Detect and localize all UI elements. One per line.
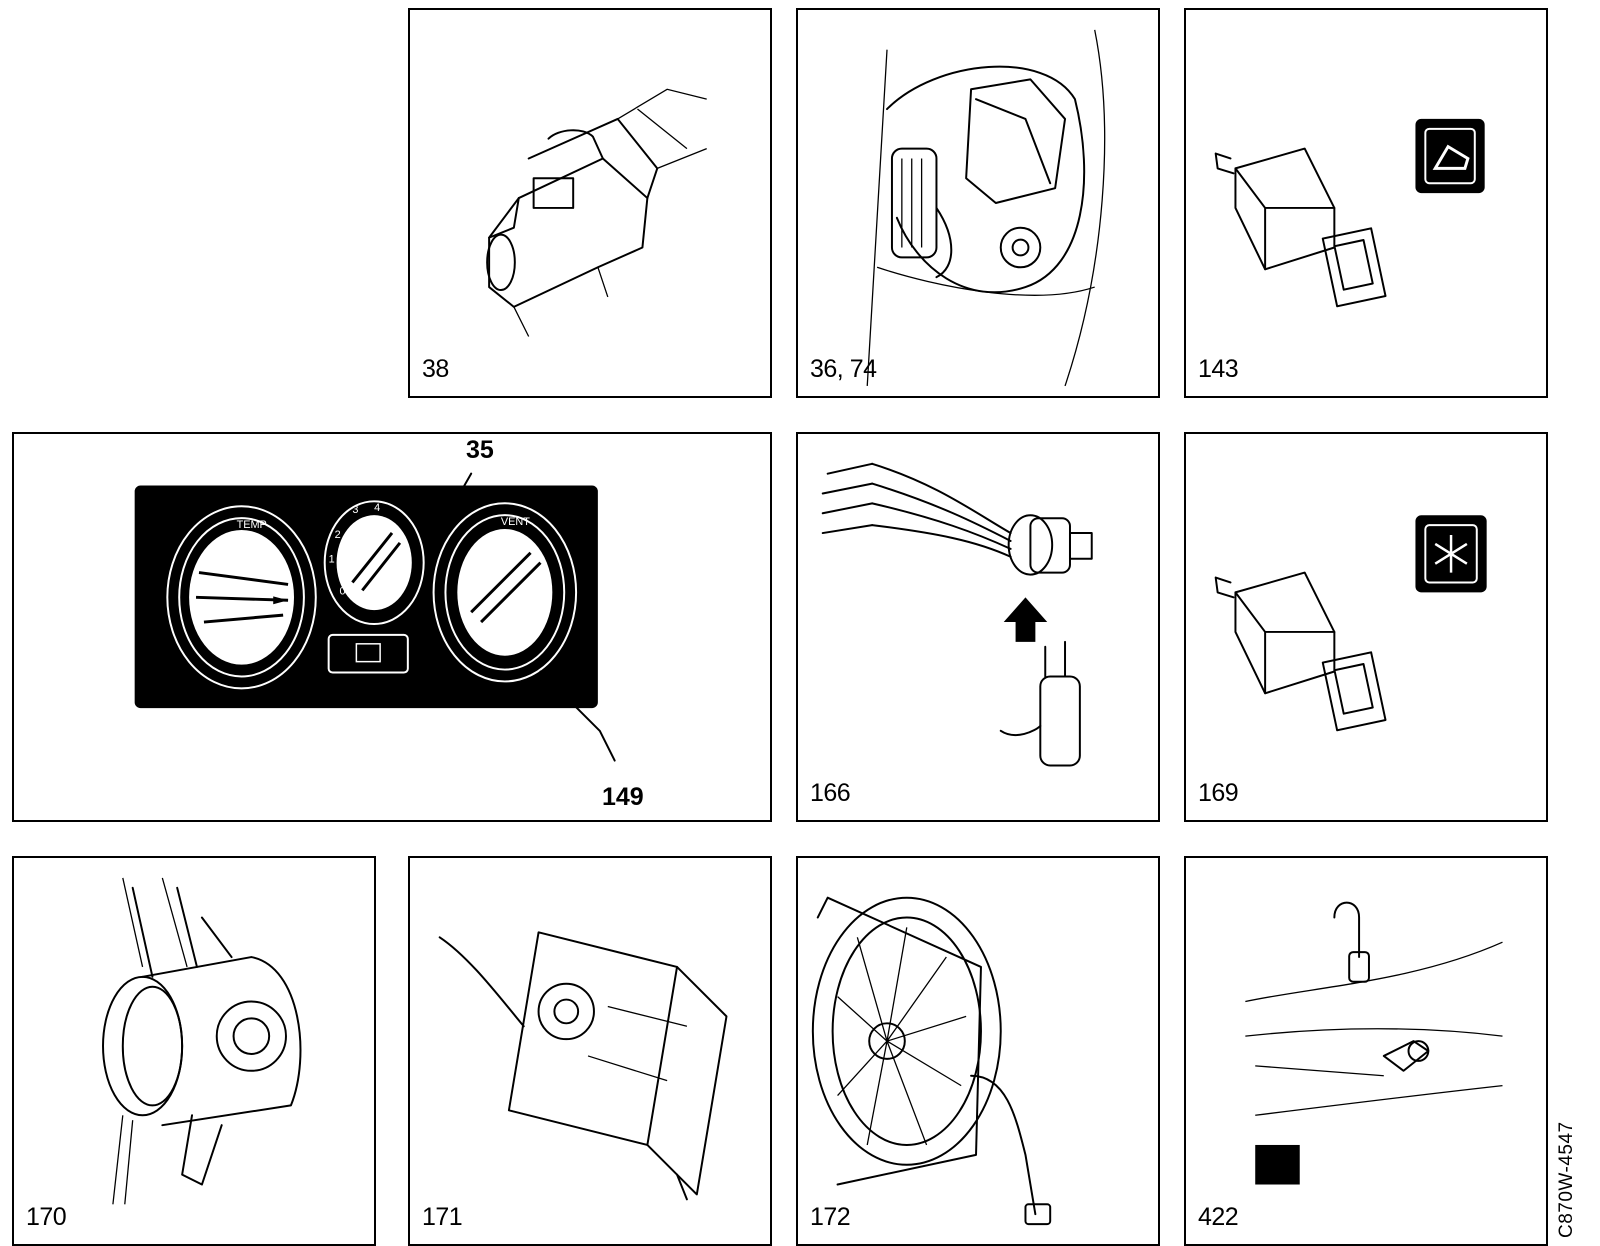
- panel-ac-switch: 143: [1184, 8, 1548, 398]
- panel-number: 172: [810, 1203, 851, 1231]
- panel-pressure-switch: 166: [796, 432, 1160, 822]
- servo-motor-illustration: [438, 931, 728, 1201]
- panel-number: 170: [26, 1203, 67, 1231]
- svg-text:4: 4: [374, 502, 380, 514]
- heater-control-panel-illustration: TEMP 2 1 0 3 4 VENT: [134, 472, 616, 762]
- callout-149: 149: [602, 783, 644, 811]
- panel-number: 36, 74: [810, 355, 877, 383]
- blower-fan-illustration: [866, 29, 1106, 387]
- ac-switch-illustration: [1214, 118, 1485, 308]
- compressor-illustration: [102, 877, 302, 1205]
- panel-number: 143: [1198, 355, 1239, 383]
- panel-number: 169: [1198, 779, 1239, 807]
- svg-text:2: 2: [335, 529, 341, 541]
- callout-35: 35: [466, 436, 494, 464]
- cooling-fan-illustration: [811, 896, 1052, 1226]
- starter-motor-illustration: [486, 88, 707, 337]
- panel-number: 422: [1198, 1203, 1239, 1231]
- panel-servo-motor: 171: [408, 856, 772, 1246]
- svg-text:1: 1: [329, 554, 335, 566]
- svg-text:3: 3: [352, 504, 358, 516]
- panel-thermostat-sensor: 422: [1184, 856, 1548, 1246]
- panel-cooling-fan: 172: [796, 856, 1160, 1246]
- panel-number: 171: [422, 1203, 463, 1231]
- panel-starter-motor: 38: [408, 8, 772, 398]
- svg-text:0: 0: [340, 585, 346, 597]
- panel-number: 38: [422, 355, 449, 383]
- panel-heated-seat-switch: 169: [1184, 432, 1548, 822]
- vent-dial-label: VENT: [501, 516, 530, 528]
- figure-code: C870W-4547: [1556, 1121, 1577, 1238]
- panel-blower-fan: 36, 74: [796, 8, 1160, 398]
- temp-dial-label: TEMP: [237, 519, 267, 531]
- snowflake-switch-illustration: [1214, 515, 1487, 732]
- panel-number: 166: [810, 779, 851, 807]
- panel-control-panel: TEMP 2 1 0 3 4 VENT 35 149: [12, 432, 772, 822]
- sensor-illustration: [1245, 901, 1503, 1185]
- pressure-switch-illustration: [821, 462, 1093, 767]
- panel-compressor: 170: [12, 856, 376, 1246]
